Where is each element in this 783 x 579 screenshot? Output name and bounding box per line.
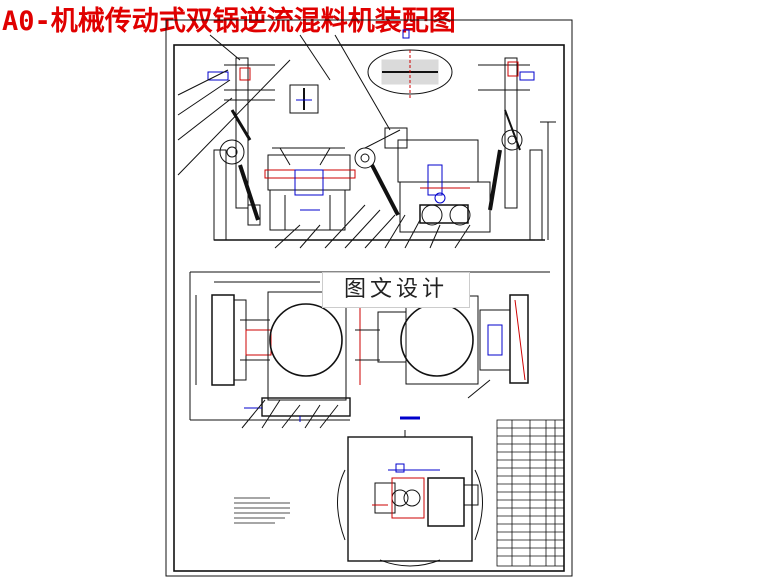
- drawing-title: A0-机械传动式双锅逆流混料机装配图: [2, 6, 456, 37]
- sheet-border-inner: [173, 44, 565, 572]
- watermark-label: 图文设计: [322, 272, 470, 308]
- sheet-border-outer: [165, 19, 573, 577]
- technical-notes: [234, 497, 290, 524]
- front-elevation-view: [177, 29, 556, 249]
- parts-list-table: [496, 419, 565, 567]
- side-view: [337, 430, 483, 567]
